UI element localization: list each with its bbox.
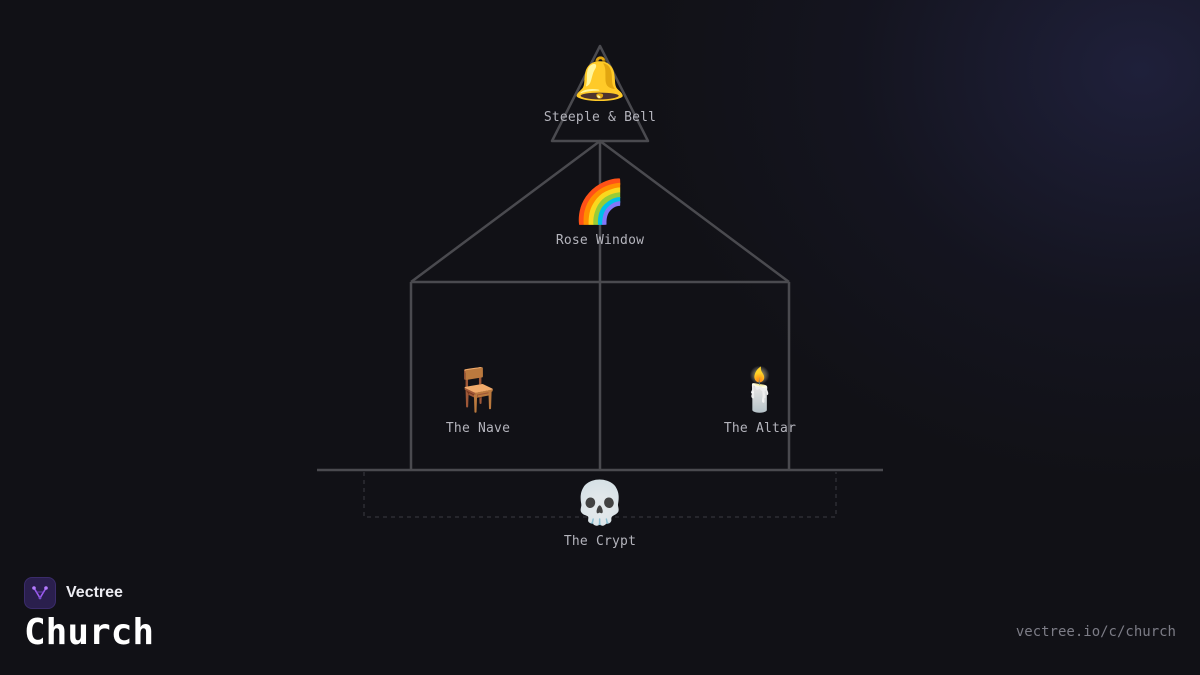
node-label: The Nave bbox=[445, 421, 511, 436]
skull-icon: 💀 bbox=[573, 478, 627, 527]
node-label: The Altar bbox=[723, 421, 797, 436]
brand-name: Vectree bbox=[66, 584, 123, 601]
page-title: Church bbox=[24, 612, 155, 653]
node-altar[interactable]: 🕯️ The Altar bbox=[680, 365, 840, 436]
rainbow-icon: 🌈 bbox=[573, 177, 627, 226]
page-url[interactable]: vectree.io/c/church bbox=[1015, 624, 1176, 640]
crypt-outline bbox=[363, 472, 837, 518]
node-label: Rose Window bbox=[555, 233, 645, 248]
node-rose-window[interactable]: 🌈 Rose Window bbox=[520, 177, 680, 248]
node-label: The Crypt bbox=[563, 534, 637, 549]
node-crypt[interactable]: 💀 The Crypt bbox=[520, 478, 680, 549]
brand[interactable]: Vectree bbox=[24, 577, 123, 609]
chair-icon: 🪑 bbox=[451, 365, 505, 414]
vectree-logo-icon bbox=[24, 577, 56, 609]
node-label: Steeple & Bell bbox=[543, 110, 657, 125]
node-nave[interactable]: 🪑 The Nave bbox=[398, 365, 558, 436]
candle-icon: 🕯️ bbox=[733, 365, 787, 414]
node-steeple[interactable]: 🔔 Steeple & Bell bbox=[520, 54, 680, 125]
bell-icon: 🔔 bbox=[573, 54, 627, 103]
